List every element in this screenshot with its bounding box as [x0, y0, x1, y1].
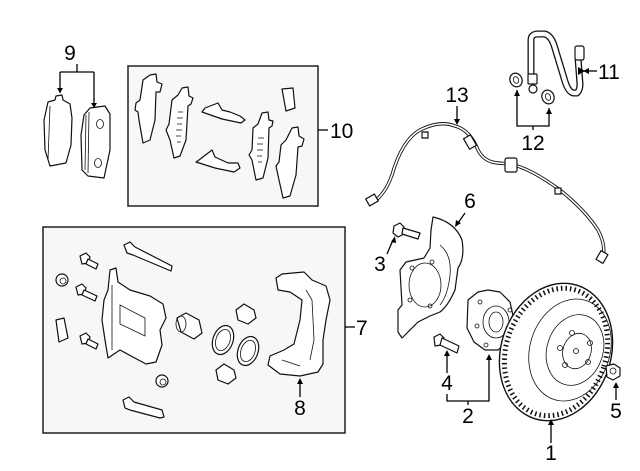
caliper-assembly-part[interactable] — [55, 241, 263, 419]
splash-shield-part[interactable] — [397, 216, 464, 339]
wheel-stud-part[interactable] — [433, 333, 460, 354]
brake-pads-part[interactable] — [43, 94, 111, 179]
callout-8: 8 — [294, 397, 306, 420]
callout-2: 2 — [462, 405, 474, 428]
hose-washers-part[interactable] — [508, 71, 557, 106]
leader-12 — [516, 90, 550, 130]
leader-2 — [446, 358, 490, 405]
callout-5: 5 — [610, 400, 622, 423]
leader-6 — [457, 212, 466, 224]
callout-1: 1 — [545, 442, 557, 465]
callout-6: 6 — [464, 190, 476, 213]
leader-9 — [59, 64, 95, 108]
callout-13: 13 — [445, 84, 468, 107]
splash-shield-bolt-part[interactable] — [392, 222, 421, 240]
brake-hose-part[interactable] — [527, 30, 585, 97]
callout-3: 3 — [374, 253, 386, 276]
callout-12: 12 — [521, 132, 544, 155]
callout-11: 11 — [598, 61, 620, 84]
callout-10: 10 — [330, 120, 353, 143]
abs-sensor-part[interactable] — [365, 122, 609, 264]
lug-nut-part[interactable] — [605, 363, 621, 381]
brake-rotor-part[interactable] — [482, 268, 630, 435]
callout-7: 7 — [356, 317, 368, 340]
leader-3 — [386, 239, 394, 255]
callout-4: 4 — [441, 372, 453, 395]
callout-9: 9 — [64, 42, 76, 65]
pad-hardware-kit-part[interactable] — [134, 73, 305, 199]
caliper-bracket-part[interactable] — [267, 271, 331, 377]
